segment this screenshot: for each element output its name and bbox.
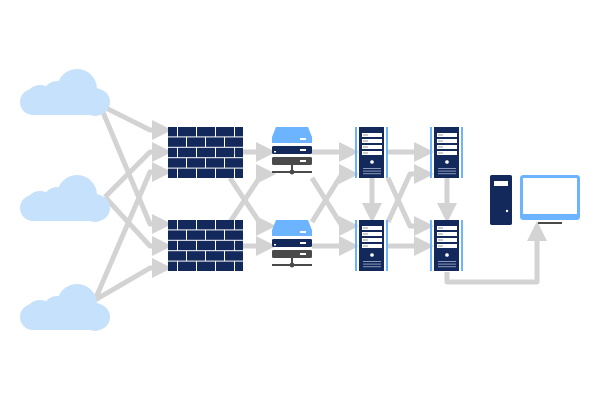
server-2a-server-icon bbox=[430, 127, 463, 178]
connector-arrow bbox=[98, 102, 172, 140]
connector-arrow bbox=[93, 258, 172, 303]
connections bbox=[92, 102, 547, 303]
monitor-icon bbox=[520, 175, 580, 224]
router-2-router-icon bbox=[272, 220, 312, 268]
connector-arrow bbox=[309, 176, 359, 236]
nodes bbox=[20, 69, 580, 331]
connector-arrow bbox=[385, 164, 434, 224]
cloud-1-cloud-icon bbox=[20, 69, 110, 116]
connector-arrow bbox=[385, 176, 434, 236]
server-1b-server-icon bbox=[355, 220, 388, 271]
connector-arrow bbox=[103, 142, 172, 199]
server-1a-server-icon bbox=[355, 127, 388, 178]
server-2b-server-icon bbox=[430, 220, 463, 271]
router-1-router-icon bbox=[272, 127, 312, 175]
connector-arrow bbox=[444, 221, 547, 285]
connector-arrow bbox=[97, 104, 172, 234]
cloud-3-cloud-icon bbox=[20, 284, 110, 331]
cloud-2-cloud-icon bbox=[20, 175, 110, 222]
connector-arrow bbox=[309, 164, 359, 224]
firewall-2-firewall-icon bbox=[168, 220, 243, 271]
connector-arrow bbox=[227, 164, 276, 224]
pc-tower-icon bbox=[490, 175, 512, 225]
firewall-1-firewall-icon bbox=[168, 127, 243, 178]
connector-arrow bbox=[103, 195, 172, 256]
connector-arrow bbox=[92, 162, 172, 301]
connector-arrow bbox=[227, 176, 276, 236]
desktop-computer-icon bbox=[490, 175, 580, 225]
